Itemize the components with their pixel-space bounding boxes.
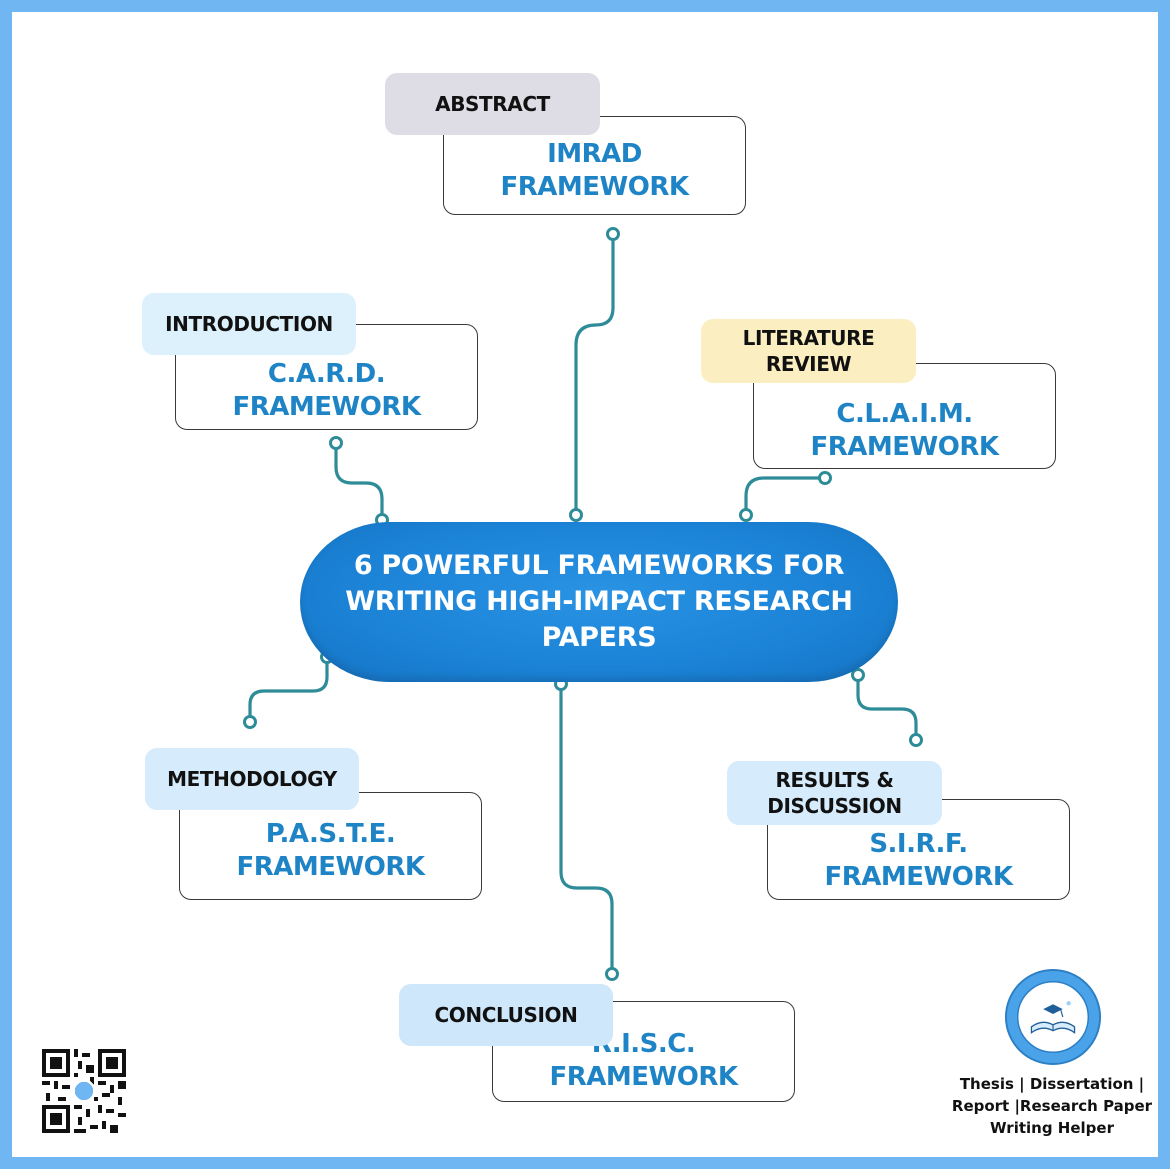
connector-conclusion (559, 682, 614, 976)
methodology-section-label: METHODOLOGY (167, 767, 337, 791)
connector-introduction (334, 441, 384, 522)
connector-methodology (248, 655, 329, 724)
footer-caption: Thesis | Dissertation | Report |Research… (951, 1075, 1153, 1137)
conclusion-section-label: CONCLUSION (434, 1003, 578, 1027)
connector-dot (569, 508, 583, 522)
connector-dot (606, 227, 620, 241)
abstract-framework-label: IMRAD FRAMEWORK (500, 138, 690, 202)
connector-results (856, 673, 918, 742)
abstract-section-tag: ABSTRACT (385, 73, 600, 135)
literature-section-label: LITERATURE REVIEW (742, 326, 875, 376)
connector-literature (744, 476, 827, 517)
writing-helper-seal-icon (1004, 968, 1102, 1066)
center-title: 6 POWERFUL FRAMEWORKS FOR WRITING HIGH-I… (345, 550, 853, 653)
connector-dot (818, 471, 832, 485)
results-section-tag: RESULTS & DISCUSSION (727, 761, 942, 825)
methodology-section-tag: METHODOLOGY (145, 748, 359, 810)
introduction-section-label: INTRODUCTION (165, 312, 333, 336)
connector-dot (605, 967, 619, 981)
literature-section-tag: LITERATURE REVIEW (701, 319, 916, 383)
conclusion-section-tag: CONCLUSION (399, 984, 613, 1046)
introduction-framework-label: C.A.R.D. FRAMEWORK (232, 359, 422, 422)
connector-dot (851, 668, 865, 682)
introduction-section-tag: INTRODUCTION (142, 293, 356, 355)
results-framework-label: S.I.R.F. FRAMEWORK (824, 828, 1014, 892)
qr-code-icon (42, 1049, 126, 1133)
abstract-section-label: ABSTRACT (435, 92, 550, 116)
connector-abstract (574, 232, 615, 517)
connector-dot (909, 733, 923, 747)
connector-lines (243, 227, 923, 981)
connector-dot (329, 436, 343, 450)
connector-dot (739, 508, 753, 522)
connector-dot (243, 715, 257, 729)
results-section-label: RESULTS & DISCUSSION (767, 768, 902, 818)
literature-framework-label: C.L.A.I.M. FRAMEWORK (810, 399, 1000, 462)
conclusion-framework-card: R.I.S.C. FRAMEWORK (492, 1001, 795, 1102)
poster-canvas: 6 POWERFUL FRAMEWORKS FOR WRITING HIGH-I… (12, 12, 1158, 1157)
center-title-blob: 6 POWERFUL FRAMEWORKS FOR WRITING HIGH-I… (300, 522, 898, 682)
methodology-framework-label: P.A.S.T.E. FRAMEWORK (236, 819, 426, 882)
methodology-framework-card: P.A.S.T.E. FRAMEWORK (179, 792, 482, 900)
